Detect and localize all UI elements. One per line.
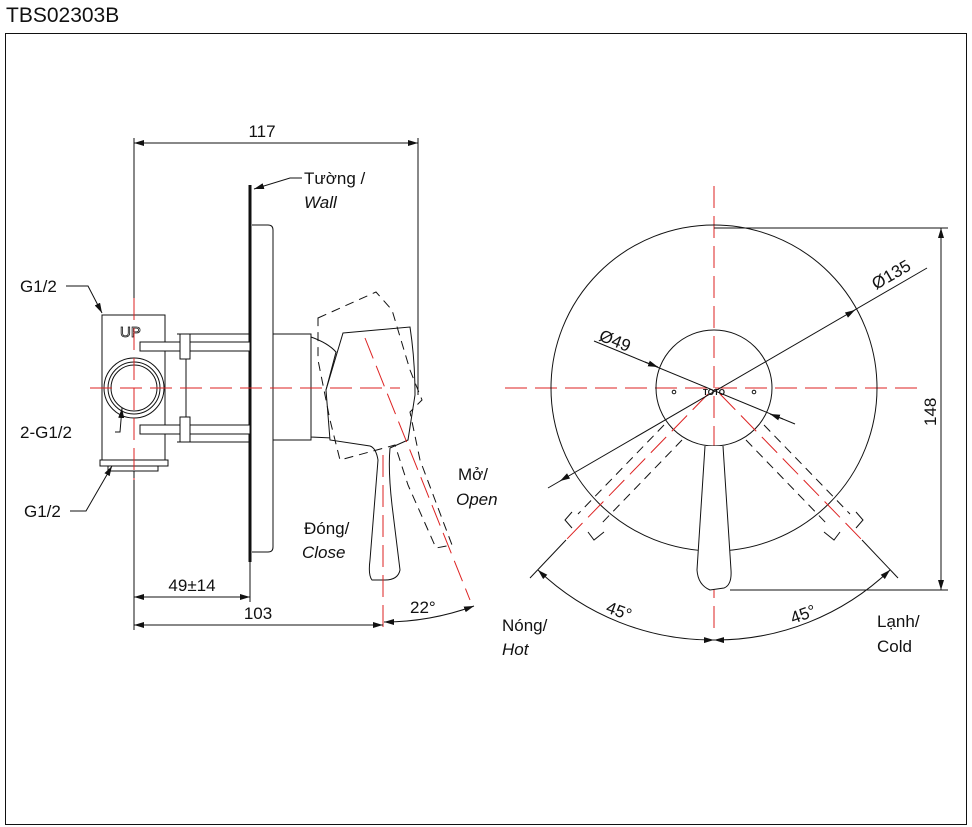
lever-handle-front <box>696 445 732 591</box>
open-label-en: Open <box>456 490 498 509</box>
dim-135-line <box>547 267 928 489</box>
close-label-vi: Đóng/ <box>304 519 350 538</box>
wall-label-en: Wall <box>304 193 338 212</box>
hot-label-en: Hot <box>502 640 530 659</box>
handle-hot-position <box>564 393 709 541</box>
dim-overall-depth: 117 <box>248 122 275 141</box>
cold-label-en: Cold <box>877 637 912 656</box>
hot-label-vi: Nóng/ <box>502 616 548 635</box>
up-mark: UP <box>120 324 141 341</box>
wall-label-vi: Tường / <box>304 169 366 188</box>
drawing-title: TBS02303B <box>6 4 119 27</box>
inlet-top-label: G1/2 <box>20 277 57 296</box>
inlet-side-label: 2-G1/2 <box>20 423 72 442</box>
dim-hot-angle: 45° <box>604 598 635 625</box>
dim-hot-angle-arc <box>537 569 715 644</box>
dim-cold-angle: 45° <box>788 601 819 628</box>
dim-49-line <box>593 340 796 425</box>
dim-height: 148 <box>921 398 940 426</box>
cold-label-vi: Lạnh/ <box>877 612 920 631</box>
handle-axis-open <box>364 337 471 601</box>
dim-cold-angle-arc <box>713 569 891 644</box>
dim-handle-depth: 103 <box>244 604 272 623</box>
open-label-vi: Mở/ <box>458 465 488 484</box>
rod-collar <box>179 416 191 443</box>
close-label-en: Close <box>302 543 345 562</box>
trim-sleeve <box>272 333 312 441</box>
dim-adjust-range: 49±14 <box>168 576 215 595</box>
dim-handle-angle: 22° <box>410 598 436 617</box>
rod-collar <box>179 333 191 360</box>
mounting-rod-bottom <box>139 424 251 435</box>
inlet-bottom-leader <box>70 465 113 512</box>
lever-handle-open <box>317 291 453 549</box>
dim-plate-diameter: Ø135 <box>869 256 915 293</box>
inlet-top-leader <box>66 285 103 314</box>
handle-cold-position <box>719 393 864 541</box>
mounting-rod-top <box>139 341 251 352</box>
front-view: TOTO Ø135 Ø49 148 <box>502 186 948 659</box>
side-view: 117 Tường / Wall UP <box>20 122 498 630</box>
drawing-frame <box>5 33 967 825</box>
dim-hub-diameter: Ø49 <box>597 326 634 356</box>
brand-logo: TOTO <box>703 388 725 397</box>
bottom-outlet <box>107 465 159 472</box>
screw-hole <box>671 389 677 395</box>
inlet-side-leader <box>115 407 125 433</box>
wall-leader <box>253 177 302 190</box>
screw-hole <box>751 389 757 395</box>
inlet-bottom-label: G1/2 <box>24 502 61 521</box>
lever-handle-closed <box>325 326 416 581</box>
dim-22-arc <box>383 605 475 625</box>
